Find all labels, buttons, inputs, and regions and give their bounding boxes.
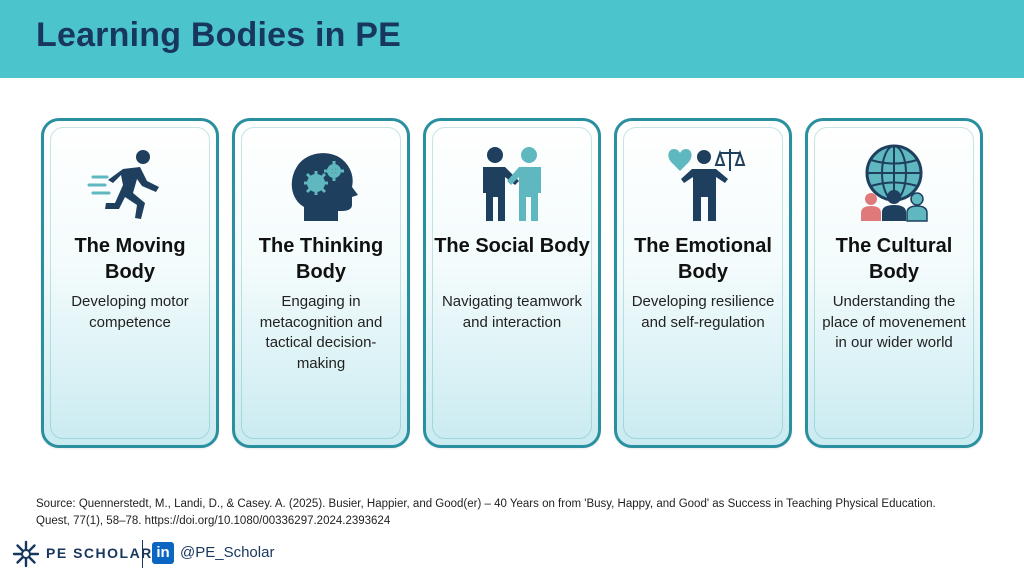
logo-text: PE SCHOLAR [46, 545, 153, 561]
card-title: The Moving Body [74, 235, 186, 283]
card-description: Developing resilience and self-regulatio… [631, 293, 775, 331]
head-gears-icon [276, 143, 366, 223]
pe-scholar-logo-icon [12, 540, 40, 568]
card-title: The Thinking Body [258, 235, 384, 283]
card-title: The Social Body [434, 235, 590, 257]
handshake-icon [467, 143, 557, 223]
card-emotional-body: The Emotional Body Developing resilience… [614, 118, 792, 448]
card-moving-body: The Moving Body Developing motor compete… [41, 118, 219, 448]
card-title: The Cultural Body [835, 235, 953, 283]
card-cultural-body: The Cultural Body Understanding the plac… [805, 118, 983, 448]
card-inner-frame [814, 127, 974, 439]
card-description: Understanding the place of movenement in… [822, 293, 966, 351]
source-citation: Source: Quennerstedt, M., Landi, D., & C… [36, 496, 996, 530]
source-line-2: Quest, 77(1), 58–78. https://doi.org/10.… [36, 515, 391, 527]
globe-people-icon [849, 143, 939, 223]
heart-scale-icon [658, 143, 748, 223]
card-description: Engaging in metacognition and tactical d… [259, 293, 383, 372]
card-description: Developing motor competence [71, 293, 189, 331]
card-title: The Emotional Body [634, 235, 772, 283]
card-description: Navigating teamwork and interaction [441, 293, 583, 331]
running-person-icon [85, 143, 175, 223]
cards-row: The Moving Body Developing motor compete… [41, 118, 991, 453]
source-line-1: Source: Quennerstedt, M., Landi, D., & C… [36, 498, 936, 510]
page-title: Learning Bodies in PE [36, 16, 402, 54]
linkedin-icon[interactable]: in [152, 542, 174, 564]
card-inner-frame [241, 127, 401, 439]
card-inner-frame [623, 127, 783, 439]
header-bar: Learning Bodies in PE [0, 0, 1024, 78]
card-inner-frame [432, 127, 592, 439]
card-thinking-body: The Thinking Body Engaging in metacognit… [232, 118, 410, 448]
card-social-body: The Social Body Navigating teamwork and … [423, 118, 601, 448]
card-inner-frame [50, 127, 210, 439]
linkedin-handle[interactable]: @PE_Scholar [180, 544, 275, 561]
footer: PE SCHOLAR in @PE_Scholar [0, 540, 1024, 570]
footer-divider [142, 540, 143, 568]
